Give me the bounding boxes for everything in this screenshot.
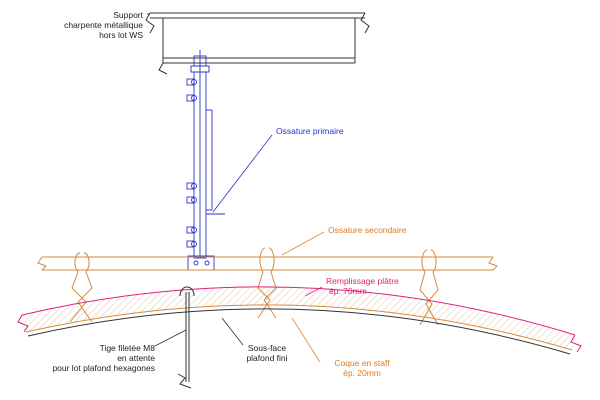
underside-label-line1: Sous-face (247, 343, 287, 353)
fill-leader (304, 286, 323, 297)
underside-label-line2: plafond fini (246, 353, 288, 363)
threaded-rod-label-line1: Tige filetée M8 (99, 343, 155, 353)
underside-leader (221, 317, 244, 346)
primary-leader (212, 134, 273, 213)
threaded-rod-label-line2: en attente (117, 353, 155, 363)
staff-shell-label-line1: Coque en staff (334, 358, 390, 368)
steel-beam (145, 12, 370, 75)
threaded-rod-label-line3: pour lot plafond hexagones (52, 363, 155, 373)
plaster-fill-label: Remplissage plâtre ép. 70mm (326, 276, 399, 296)
support-label: Support charpente métallique hors lot WS (55, 10, 143, 40)
threaded-rod (177, 286, 195, 389)
primary-framing (186, 71, 225, 271)
plaster-fill-label-line2: ép. 70mm (329, 286, 367, 296)
staff-shell-label: Coque en staff ép. 20mm (322, 358, 402, 378)
shell-leader (291, 317, 321, 363)
support-label-line1: Support (113, 10, 143, 20)
secondary-rail (37, 256, 498, 271)
underside-label: Sous-face plafond fini (232, 343, 302, 363)
secondary-leader (281, 231, 325, 256)
primary-framing-label: Ossature primaire (276, 126, 344, 136)
support-label-line3: hors lot WS (99, 30, 143, 40)
threaded-rod-label: Tige filetée M8 en attente pour lot plaf… (40, 343, 155, 373)
hangers (69, 247, 439, 326)
support-label-line2: charpente métallique (64, 20, 143, 30)
staff-shell-label-line2: ép. 20mm (343, 368, 381, 378)
beam-clamp (190, 50, 210, 73)
secondary-framing-label: Ossature secondaire (328, 225, 407, 235)
staff-shell (25, 304, 573, 355)
plaster-fill-label-line1: Remplissage plâtre (326, 276, 399, 286)
rod-leader (154, 329, 187, 347)
plaster-fill (17, 286, 582, 353)
